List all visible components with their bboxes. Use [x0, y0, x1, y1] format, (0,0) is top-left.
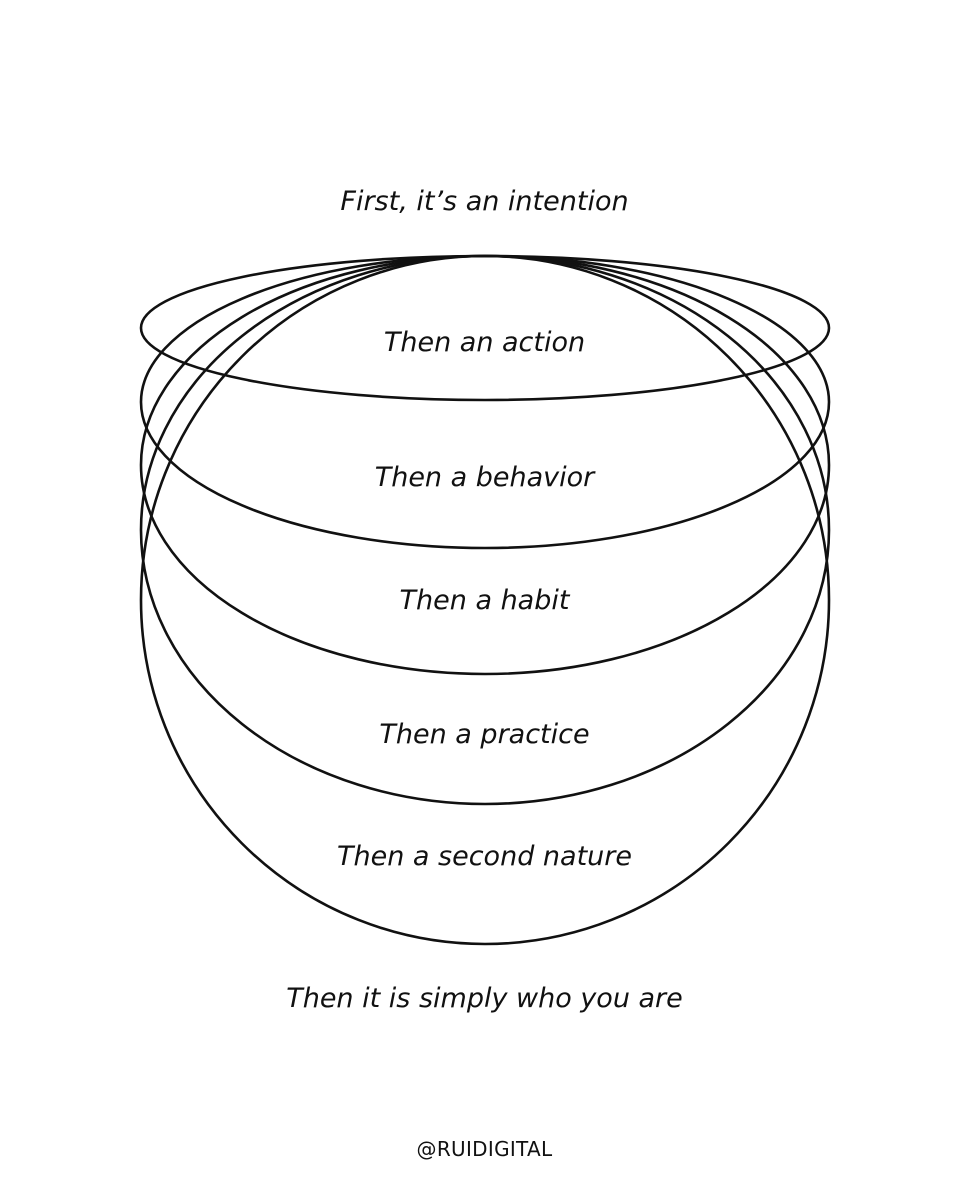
stage-label-second-nature: Then a second nature	[337, 841, 632, 872]
author-handle: @RUIDIGITAL	[416, 1137, 553, 1161]
stage-label-action: Then an action	[383, 327, 586, 358]
stage-label-practice: Then a practice	[379, 719, 590, 750]
ellipse-behavior	[139, 254, 831, 550]
conclusion-label: Then it is simply who you are	[286, 983, 683, 1014]
stage-label-habit: Then a habit	[399, 585, 570, 616]
ellipse-second-nature	[139, 254, 831, 946]
stage-label-behavior: Then a behavior	[374, 462, 595, 493]
intention-label: First, it’s an intention	[340, 186, 629, 217]
